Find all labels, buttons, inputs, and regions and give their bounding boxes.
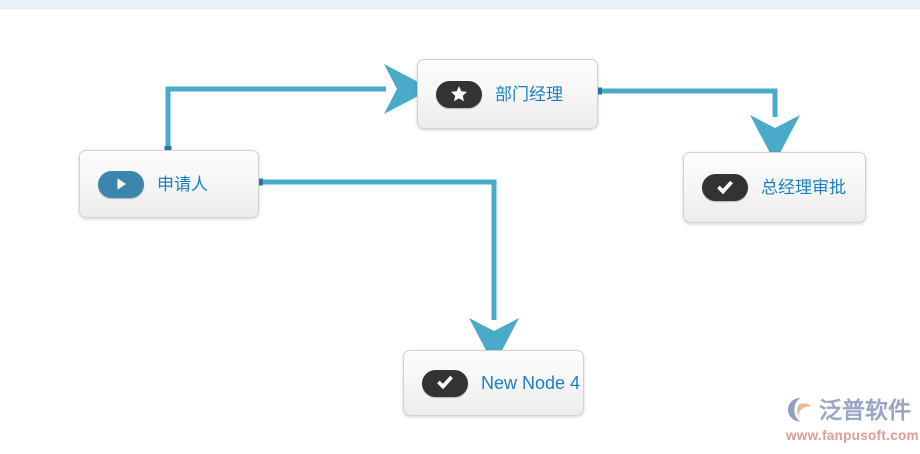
node-applicant-label: 申请人 — [157, 174, 208, 194]
node-new-node-4-label: New Node 4 — [481, 373, 581, 393]
node-department-manager-label: 部门经理 — [495, 84, 563, 104]
check-icon — [702, 174, 748, 201]
node-general-manager-approval-label: 总经理审批 — [761, 178, 846, 197]
node-applicant[interactable]: 申请人 — [79, 150, 259, 218]
watermark-url: www.fanpusoft.com — [786, 428, 919, 443]
anchor-dot-applicant-top — [164, 146, 172, 153]
edge-department-manager-to-general-manager[interactable] — [595, 87, 800, 163]
anchor-dot-department-manager-right — [595, 87, 602, 95]
edge-applicant-to-department-manager[interactable] — [164, 64, 432, 153]
stub-general-manager-top — [772, 144, 778, 154]
watermark-brand-row: 泛普软件 — [786, 396, 916, 424]
stub-new-node-4-top — [491, 344, 497, 352]
check-icon — [422, 369, 468, 397]
star-icon — [436, 80, 482, 108]
watermark-brand-text: 泛普软件 — [819, 396, 911, 423]
play-icon — [98, 170, 144, 198]
edge-applicant-to-new-node-4[interactable] — [256, 178, 519, 366]
fanpu-logo-icon — [788, 398, 812, 422]
anchor-dot-applicant-right — [256, 178, 263, 186]
node-department-manager[interactable]: 部门经理 — [417, 59, 598, 129]
node-general-manager-approval[interactable]: 总经理审批 — [683, 152, 866, 223]
watermark: 泛普软件 www.fanpusoft.com — [786, 396, 919, 448]
top-accent-bar — [0, 0, 920, 9]
node-new-node-4[interactable]: New Node 4 — [403, 350, 584, 416]
